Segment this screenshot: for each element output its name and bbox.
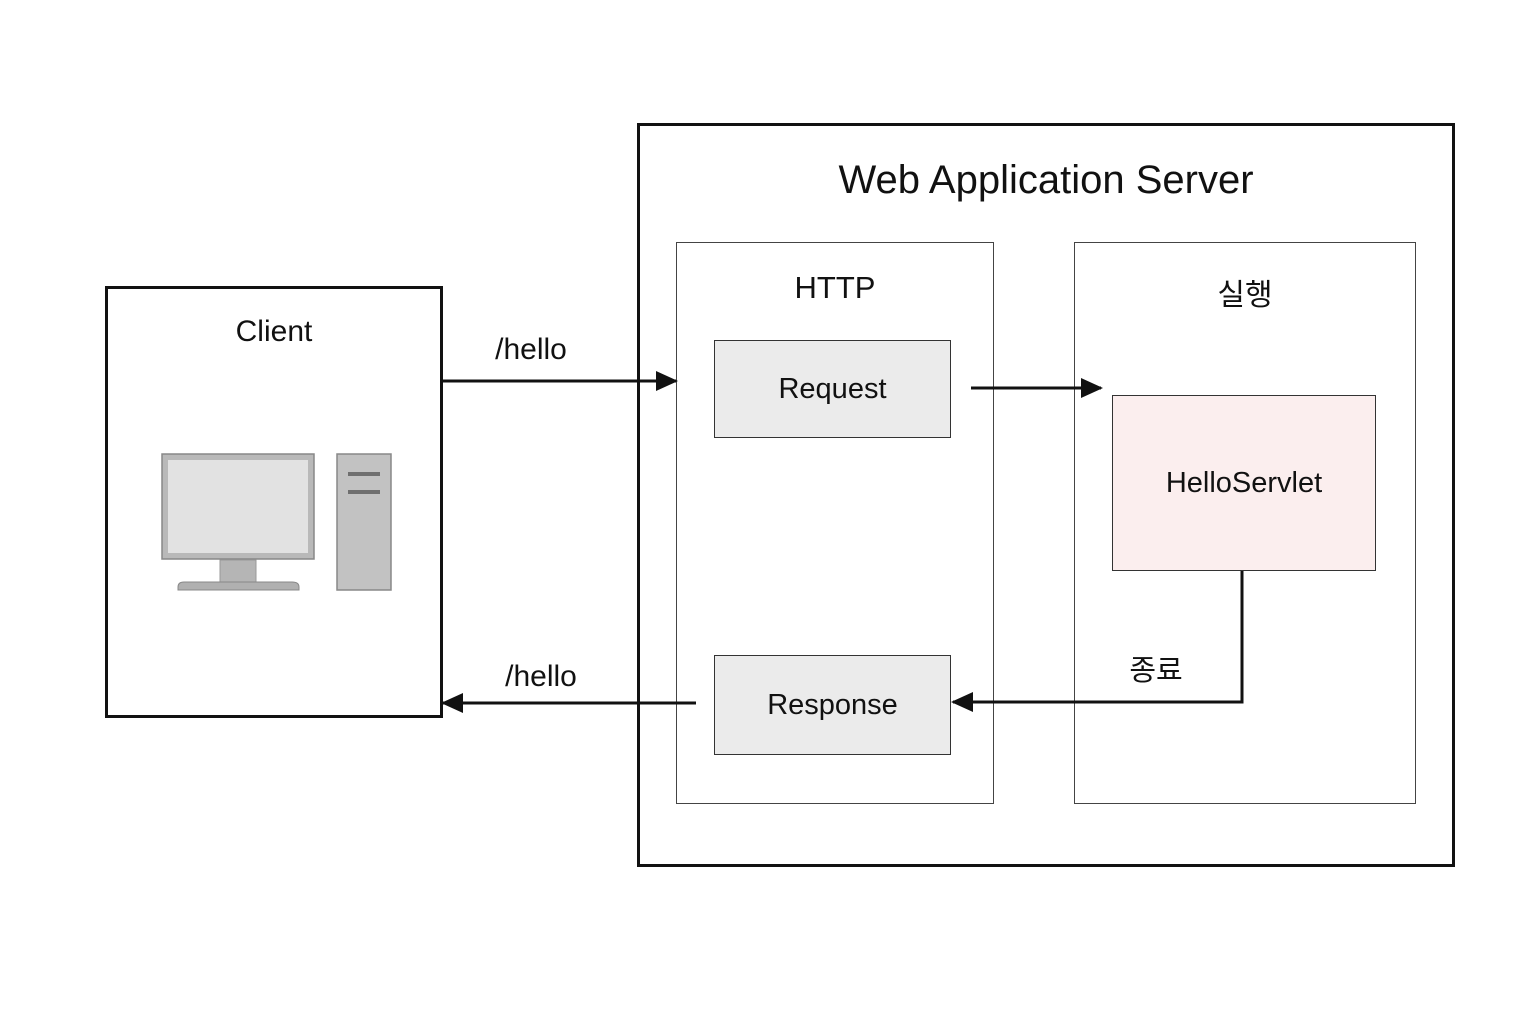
request-box: Request — [714, 340, 951, 438]
request-label: Request — [778, 372, 887, 405]
desktop-computer-illustration — [161, 453, 392, 591]
response-path-label: /hello — [505, 660, 577, 693]
hello-servlet-label: HelloServlet — [1165, 466, 1323, 499]
execution-title: 실행 — [1217, 279, 1273, 312]
request-path-label: /hello — [495, 333, 567, 366]
response-label: Response — [767, 688, 898, 721]
server-title: Web Application Server — [838, 158, 1254, 202]
pc-tower-icon — [336, 453, 392, 591]
http-title: HTTP — [794, 270, 876, 305]
desktop-monitor-icon — [161, 453, 315, 591]
servlet-end-arrow — [951, 571, 1244, 712]
client-title: Client — [235, 315, 313, 348]
end-label: 종료 — [1129, 655, 1183, 687]
hello-servlet-box: HelloServlet — [1112, 395, 1376, 571]
response-box: Response — [714, 655, 951, 755]
